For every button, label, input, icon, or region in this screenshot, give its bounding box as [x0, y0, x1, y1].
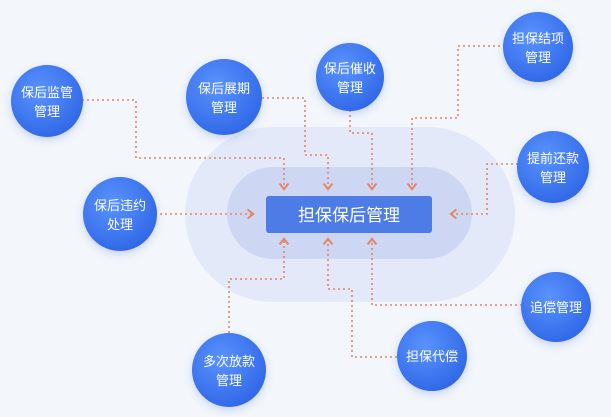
svg-text:管理: 管理: [216, 374, 242, 389]
connector-closure: [406, 45, 505, 191]
svg-text:保后监管: 保后监管: [21, 86, 73, 101]
node-post-loan-default: 保后违约 处理: [83, 177, 157, 251]
node-recovery: 追偿管理: [521, 272, 591, 342]
svg-text:保后催收: 保后催收: [324, 62, 376, 77]
node-label-line: 担保代偿: [406, 350, 458, 365]
node-label-line: 保后催收: [324, 62, 376, 77]
node-label-line: 管理: [540, 171, 566, 186]
svg-text:担保代偿: 担保代偿: [406, 350, 458, 365]
node-label-line: 担保结项: [512, 32, 564, 47]
connector-extension: [262, 97, 334, 191]
node-label-line: 管理: [34, 105, 60, 120]
node-label-line: 提前还款: [527, 151, 579, 167]
node-label-line: 保后违约: [94, 199, 146, 214]
node-label-line: 处理: [107, 218, 133, 233]
svg-text:处理: 处理: [107, 218, 133, 233]
svg-text:担保结项: 担保结项: [512, 32, 564, 47]
node-label-line: 多次放款: [203, 354, 255, 370]
connector-early-repayment: [449, 163, 518, 220]
svg-text:管理: 管理: [34, 105, 60, 120]
node-guarantee-closure: 担保结项 管理: [503, 12, 573, 82]
svg-text:提前还款: 提前还款: [527, 151, 579, 167]
center-label: 担保保后管理: [298, 206, 400, 226]
connector-recovery: [366, 237, 522, 306]
center-box: 担保保后管理: [266, 196, 432, 233]
svg-text:多次放款: 多次放款: [203, 354, 255, 370]
svg-text:管理: 管理: [540, 171, 566, 186]
svg-text:保后展期: 保后展期: [198, 82, 250, 97]
node-label-line: 管理: [525, 51, 551, 66]
node-multiple-disbursement: 多次放款 管理: [192, 333, 266, 407]
node-label-line: 管理: [216, 374, 242, 389]
svg-text:追偿管理: 追偿管理: [530, 300, 582, 316]
node-label-line: 管理: [337, 81, 363, 96]
node-guarantee-compensation: 担保代偿: [397, 321, 467, 391]
svg-text:保后违约: 保后违约: [94, 199, 146, 214]
connectors: [82, 45, 522, 358]
connector-collection: [349, 110, 378, 191]
svg-text:管理: 管理: [211, 101, 237, 116]
node-post-loan-monitoring: 保后监管 管理: [11, 65, 83, 137]
connector-disbursement: [228, 237, 290, 338]
node-label-line: 保后展期: [198, 82, 250, 97]
node-label-line: 管理: [211, 101, 237, 116]
node-early-repayment: 提前还款 管理: [517, 131, 589, 203]
connector-compensation: [322, 237, 397, 358]
node-post-loan-collection: 保后催收 管理: [316, 43, 384, 111]
node-label-line: 保后监管: [21, 86, 73, 101]
svg-text:管理: 管理: [337, 81, 363, 96]
node-label-line: 追偿管理: [530, 300, 582, 316]
node-post-loan-extension: 保后展期 管理: [186, 59, 262, 135]
svg-text:管理: 管理: [525, 51, 551, 66]
connector-monitoring: [82, 99, 290, 191]
